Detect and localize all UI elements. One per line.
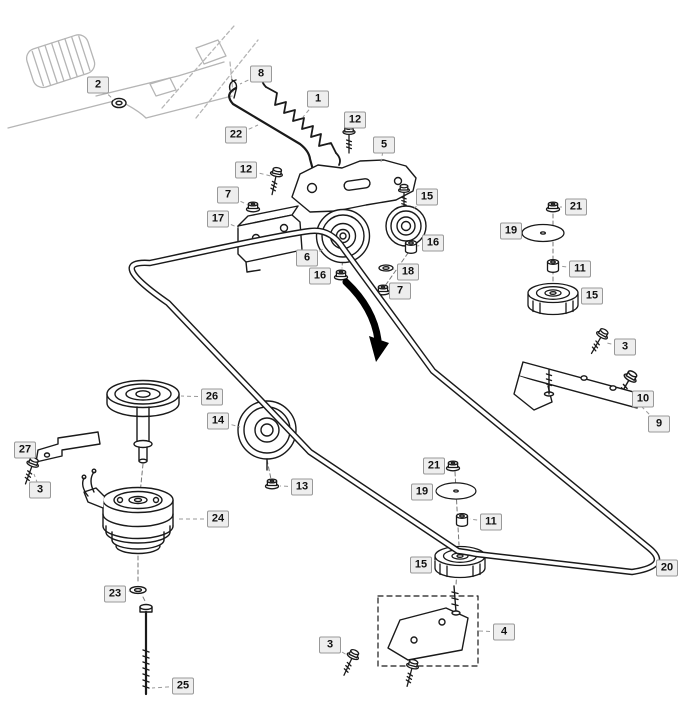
part-brake-arm-9 [513, 361, 642, 411]
part-nut-21b [445, 460, 461, 472]
callout-6[interactable]: 6 [296, 249, 318, 267]
callout-18[interactable]: 18 [397, 263, 419, 281]
part-rod-22 [228, 86, 315, 172]
part-bolt-12b [265, 165, 285, 197]
callout-19[interactable]: 19 [411, 483, 433, 501]
part-bolt-25 [139, 603, 153, 696]
part-nut-7a [245, 201, 261, 213]
part-idler-pulley-15b [527, 282, 579, 316]
part-idler-arm-plate-5 [291, 159, 417, 213]
callout-26[interactable]: 26 [201, 388, 223, 406]
callout-3[interactable]: 3 [614, 338, 636, 356]
part-pulley-6 [315, 208, 371, 264]
callout-19[interactable]: 19 [500, 222, 522, 240]
part-spacer-11b [455, 513, 469, 527]
machine-frame-ghost [7, 25, 259, 129]
part-spring-1 [261, 75, 341, 166]
callout-12[interactable]: 12 [235, 161, 257, 179]
callout-13[interactable]: 13 [291, 478, 313, 496]
callout-8[interactable]: 8 [250, 65, 272, 83]
leader-line-12 [245, 169, 272, 177]
part-bolt-3d [400, 657, 421, 689]
callout-21[interactable]: 21 [565, 198, 587, 216]
callout-16[interactable]: 16 [422, 234, 444, 252]
callout-15[interactable]: 15 [410, 556, 432, 574]
part-disc-19b [435, 482, 477, 500]
part-disc-19a [521, 223, 565, 243]
callout-3[interactable]: 3 [319, 636, 341, 654]
callout-24[interactable]: 24 [207, 510, 229, 528]
callout-7[interactable]: 7 [389, 282, 411, 300]
callout-12[interactable]: 12 [344, 111, 366, 129]
part-pin-8 [228, 79, 238, 99]
leader-line-26 [180, 395, 213, 398]
part-clutch-24 [81, 468, 174, 555]
part-nut-16b [333, 269, 349, 281]
leader-line-25 [151, 685, 184, 689]
callout-16[interactable]: 16 [309, 267, 331, 285]
callout-20[interactable]: 20 [656, 559, 678, 577]
callout-23[interactable]: 23 [104, 585, 126, 603]
callout-15[interactable]: 15 [416, 188, 438, 206]
part-bracket-4 [377, 585, 479, 667]
part-washer-23 [129, 585, 147, 595]
part-spacer-16a [404, 240, 418, 254]
callout-25[interactable]: 25 [172, 677, 194, 695]
part-bracket-27 [35, 431, 101, 463]
callout-3[interactable]: 3 [29, 481, 51, 499]
part-bolt-12a [342, 124, 356, 154]
callout-11[interactable]: 11 [480, 513, 502, 531]
part-spacer-11a [546, 259, 560, 273]
callout-5[interactable]: 5 [373, 136, 395, 154]
callout-14[interactable]: 14 [207, 412, 229, 430]
callout-9[interactable]: 9 [648, 415, 670, 433]
part-bolt-3a [585, 326, 612, 358]
callout-11[interactable]: 11 [569, 260, 591, 278]
part-nut-21a [545, 201, 561, 213]
part-spindle-pulley-26 [106, 379, 180, 464]
part-washer-2 [111, 97, 127, 109]
callout-4[interactable]: 4 [493, 623, 515, 641]
callout-10[interactable]: 10 [632, 390, 654, 408]
callout-2[interactable]: 2 [87, 76, 109, 94]
part-bolt-3c [337, 647, 362, 679]
callout-22[interactable]: 22 [225, 126, 247, 144]
direction-arrow [342, 278, 389, 362]
callout-15[interactable]: 15 [581, 287, 603, 305]
callout-7[interactable]: 7 [217, 186, 239, 204]
bracket-4-dashed-box [377, 595, 479, 667]
callout-21[interactable]: 21 [423, 457, 445, 475]
part-nut-13 [264, 478, 280, 490]
part-washer-18 [378, 264, 394, 272]
part-pulley-15a [385, 183, 427, 247]
callout-17[interactable]: 17 [207, 210, 229, 228]
callout-27[interactable]: 27 [14, 441, 36, 459]
callout-1[interactable]: 1 [307, 90, 329, 108]
